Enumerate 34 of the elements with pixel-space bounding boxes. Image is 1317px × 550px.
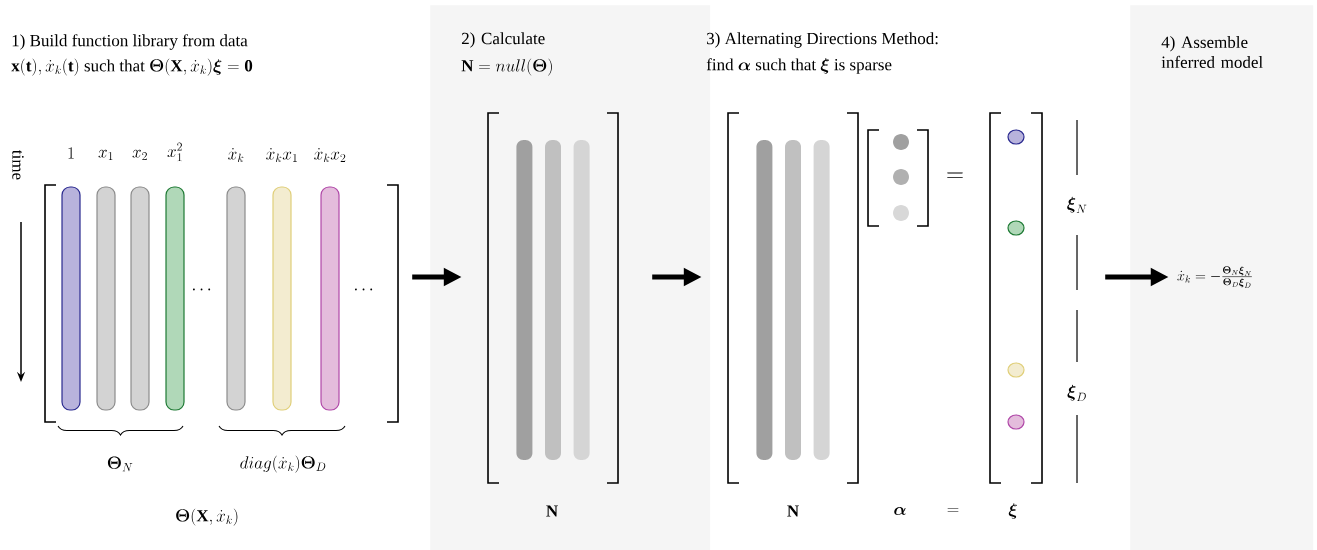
column-label: $1$	[68, 147, 74, 159]
math-label: $\text{find }\boldsymbol{\alpha}\text{ such that }\boldsymbol{\xi}\text{ is sparse}$	[706, 58, 892, 74]
panel	[1130, 5, 1314, 550]
equals-sign: $=$	[947, 507, 959, 512]
column-label: $x_1$	[98, 149, 113, 160]
formula: $\dot{x}_k = -\frac{\boldsymbol{\Theta}_N\boldsymbol{\xi}_N}{\boldsymbol{\Theta}_D\boldsymbol{\xi}_D}$	[1177, 266, 1252, 288]
matrix-label: $\mathbf{N}$	[546, 505, 558, 517]
column-label: $\dot{x}_k$	[228, 148, 244, 163]
column-label: $x_1^2$	[167, 142, 182, 162]
matrix-drawing	[44, 184, 399, 423]
matrix-drawing	[867, 129, 929, 227]
matrix-label: $\boldsymbol{\xi}$	[1008, 503, 1017, 519]
math-label: $\mathbf{x}(\mathbf{t}),\dot{x}_k(\mathbf{t})\text{ such that }\boldsymbol{\Theta}(\mathbf{X},\dot{x}_k)\boldsymbol{\xi}=\mathbf{0}$	[11, 58, 253, 76]
ellipsis: $\cdots$	[355, 288, 373, 291]
brace-label: $diag(\dot{x}_k)\boldsymbol{\Theta}_D$	[240, 455, 326, 473]
column-label: $\dot{x}_k x_2$	[314, 148, 346, 163]
matrix-label: $\boldsymbol{\Theta}(\mathbf{X},\dot{x}_k)$	[176, 508, 238, 526]
panel-heading: 2) Calculate	[461, 32, 545, 48]
equals-sign: $=$	[947, 172, 963, 178]
matrix-drawing	[487, 112, 619, 484]
matrix-label: $\mathbf{N}$	[787, 505, 799, 517]
column-label: $x_2$	[132, 149, 147, 160]
matrix-drawing	[727, 112, 859, 484]
panel-heading: 4) Assemble inferred model	[1161, 36, 1263, 68]
axis-label: time	[12, 150, 24, 180]
partition-label: $\boldsymbol{\xi}_N$	[1067, 196, 1087, 213]
partition-label: $\boldsymbol{\xi}_D$	[1067, 384, 1086, 401]
heading: 3) Alternating Directions Method:	[707, 32, 938, 48]
heading: 1) Build function library from data	[12, 34, 248, 50]
vector-label: $\boldsymbol{\alpha}$	[894, 507, 906, 515]
brace-label: $\boldsymbol{\Theta}_N$	[107, 456, 133, 472]
column-label: $\dot{x}_k x_1$	[266, 148, 297, 163]
ellipsis: $\cdots$	[193, 288, 211, 291]
panel-heading: $\mathbf{N} = null(\boldsymbol{\Theta})$	[461, 58, 552, 76]
